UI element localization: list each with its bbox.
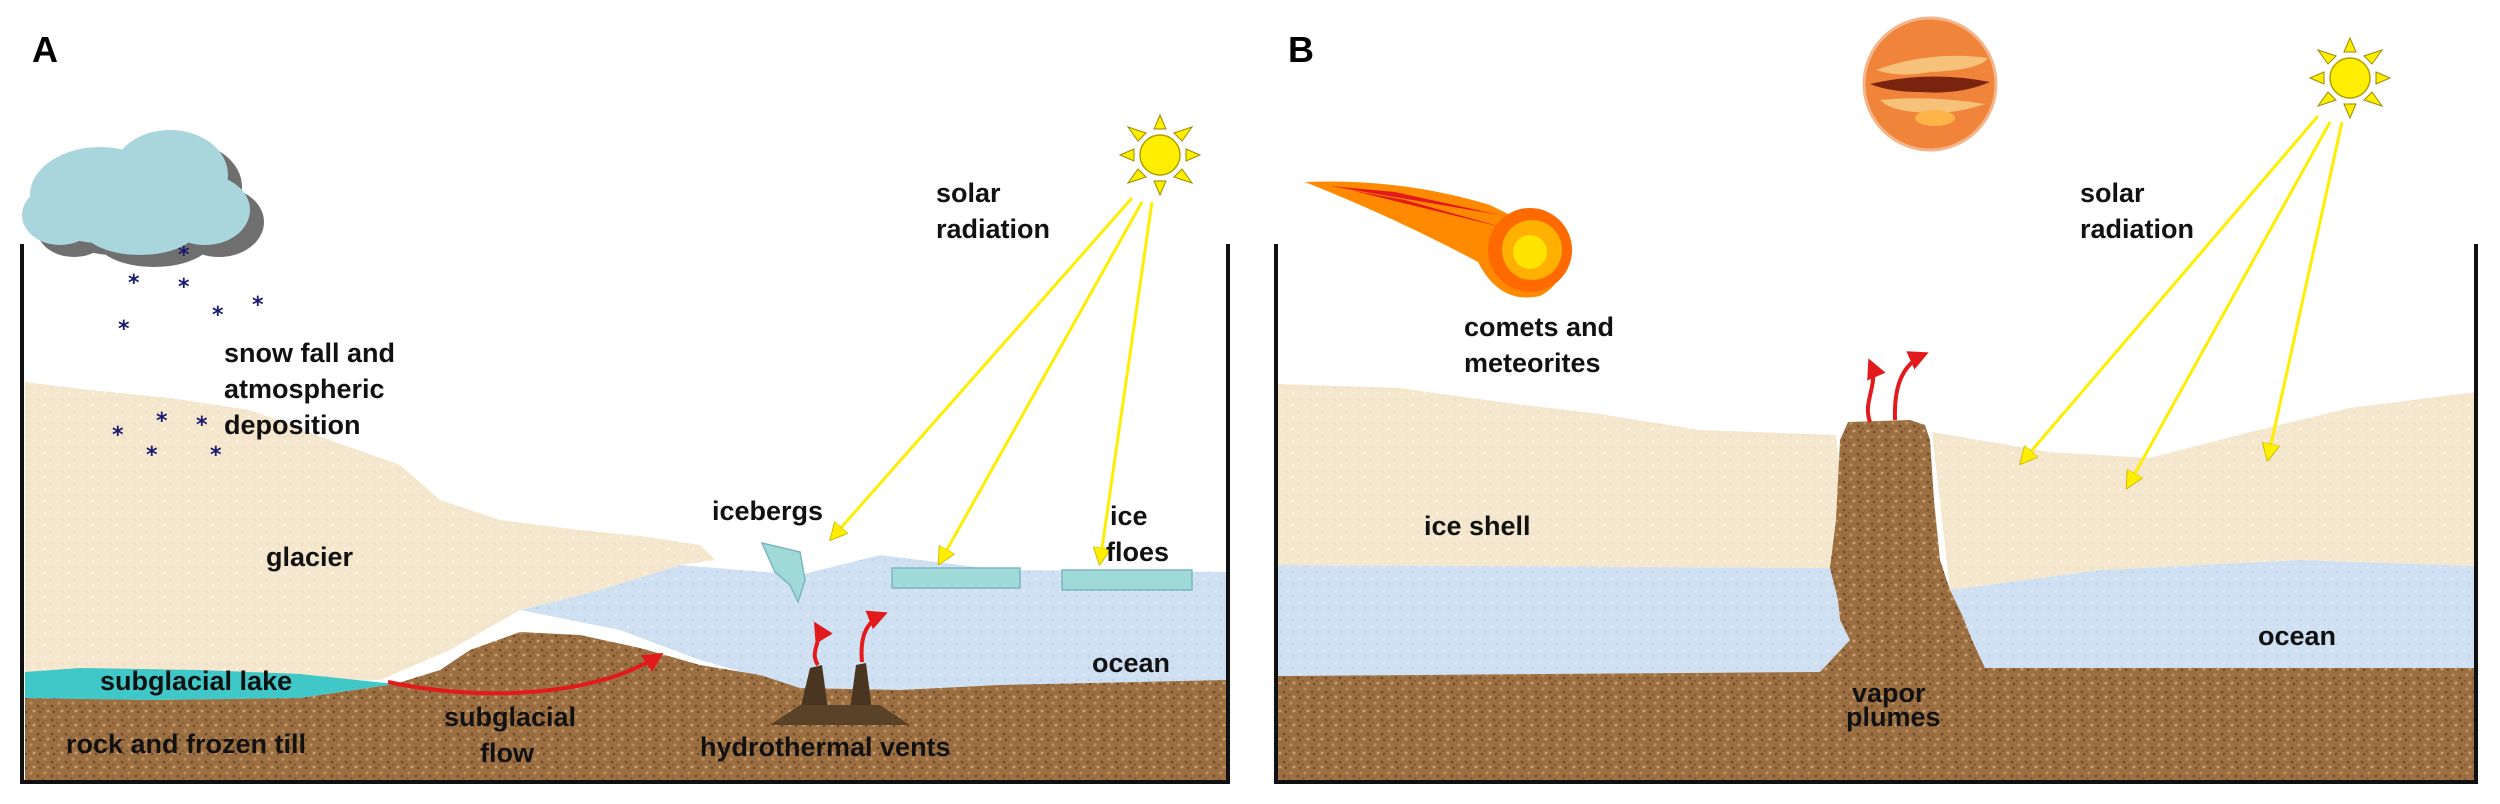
svg-text:*: * — [156, 409, 168, 434]
svg-text:*: * — [178, 243, 190, 268]
solar-ray-a-3 — [1100, 201, 1154, 562]
label-plumes-1: vapor — [1852, 678, 1926, 708]
svg-text:*: * — [196, 413, 208, 438]
sun-b-icon — [2308, 36, 2392, 120]
label-floes-2: floes — [1106, 537, 1169, 567]
label-vents: hydrothermal vents — [700, 732, 951, 762]
label-subglacial-lake: subglacial lake — [100, 666, 292, 696]
label-comets-1: comets and — [1464, 312, 1614, 342]
solar-ray-b-3 — [2268, 121, 2344, 458]
label-comets-2: meteorites — [1464, 348, 1601, 378]
panel-b-letter: B — [1288, 29, 1314, 70]
ice-shell-right — [1932, 392, 2476, 590]
label-solar-a-1: solar — [936, 178, 1001, 208]
svg-text:*: * — [146, 443, 158, 468]
solar-ray-a-2 — [940, 201, 1144, 562]
svg-text:*: * — [112, 423, 124, 448]
vent-arrow-2 — [859, 610, 888, 663]
label-ocean-b: ocean — [2258, 621, 2336, 651]
planet-icon — [1862, 16, 1998, 152]
label-solar-a-2: radiation — [936, 214, 1050, 244]
vent-1 — [800, 665, 828, 710]
sun-a-icon — [1118, 113, 1202, 197]
solar-ray-b-2 — [2128, 121, 2332, 486]
plume-arrow-1 — [1865, 358, 1886, 423]
label-rock: rock and frozen till — [66, 729, 306, 759]
label-snow-2: atmospheric — [224, 374, 385, 404]
label-snow-1: snow fall and — [224, 338, 395, 368]
label-icebergs: icebergs — [712, 496, 823, 526]
frame-b — [1274, 244, 2478, 784]
cloud-icon — [22, 130, 264, 267]
svg-text:*: * — [178, 275, 190, 300]
snowflakes: * * * * * * * * * * * — [112, 243, 264, 468]
vent-2 — [850, 663, 872, 710]
label-flow-2: flow — [480, 738, 535, 768]
ice-floe-2 — [1061, 569, 1193, 591]
solar-ray-a-1 — [832, 197, 1134, 538]
label-ocean-a: ocean — [1092, 648, 1170, 678]
svg-text:*: * — [210, 443, 222, 468]
iceberg — [760, 541, 806, 605]
vent-base — [770, 705, 910, 725]
rock-b — [1277, 420, 2476, 782]
ice-shell — [1277, 384, 1850, 570]
frame-a — [20, 244, 1230, 784]
label-solar-b-1: solar — [2080, 178, 2145, 208]
panel-b: B — [1274, 16, 2478, 784]
vent-arrow-1 — [812, 621, 833, 667]
subglacial-flow-arrow — [387, 652, 664, 696]
ocean-b — [1277, 565, 1850, 676]
plume-arrow-2 — [1892, 351, 1929, 421]
label-floes-1: ice — [1110, 501, 1148, 531]
subglacial-lake — [25, 668, 395, 700]
label-glacier: glacier — [266, 542, 354, 572]
label-solar-b-2: radiation — [2080, 214, 2194, 244]
glacier-a — [25, 382, 715, 680]
rock-a — [25, 632, 1228, 782]
solar-ray-b-1 — [2022, 115, 2320, 462]
label-snow-3: deposition — [224, 410, 361, 440]
svg-text:*: * — [118, 317, 130, 342]
comet-icon — [1305, 181, 1572, 298]
ocean-b-right — [1950, 560, 2476, 668]
label-ice-shell: ice shell — [1424, 511, 1531, 541]
svg-text:*: * — [252, 293, 264, 318]
panel-a: A — [20, 29, 1230, 784]
ice-floe-1 — [891, 567, 1021, 589]
label-plumes-2: plumes — [1846, 702, 1941, 732]
svg-text:*: * — [128, 271, 140, 296]
panel-a-letter: A — [32, 29, 58, 70]
label-flow-1: subglacial — [444, 702, 576, 732]
svg-text:*: * — [212, 303, 224, 328]
